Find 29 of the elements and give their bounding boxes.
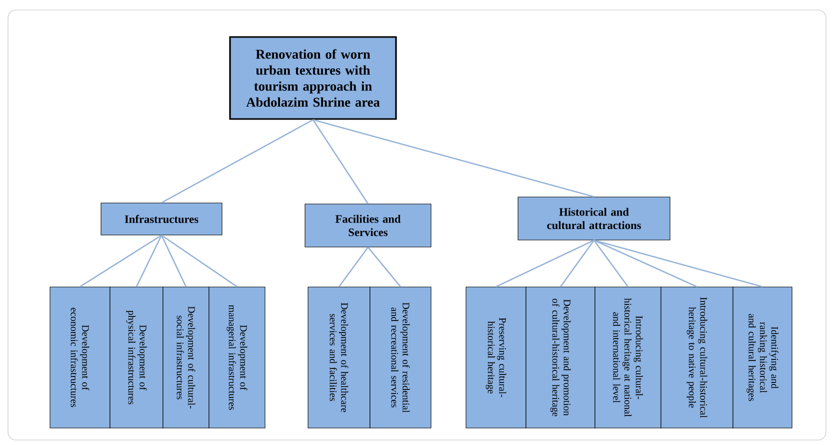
- connector-line: [312, 119, 594, 198]
- connector-line: [136, 234, 162, 288]
- category-box: Facilities and Services: [304, 204, 432, 248]
- category-box: Historical and cultural attractions: [518, 196, 670, 240]
- category-box: Introducing cultural-historical heritage to native people: [660, 286, 734, 428]
- category-box: Development of healthcare services and facilities: [308, 286, 370, 428]
- connector-line: [593, 240, 629, 288]
- connector-line: [160, 234, 187, 287]
- category-box: Preserving cultural-historical heritage: [466, 286, 526, 428]
- connector-line: [594, 240, 698, 288]
- connector-line: [496, 240, 594, 288]
- category-box: Development of cultural-social infrastructures: [162, 286, 210, 428]
- connector-line: [80, 234, 162, 288]
- category-box: Development of physical infrastructures: [110, 286, 164, 428]
- category-box: Development and promotion of cultural-historical heritage: [526, 286, 596, 428]
- connector-line: [594, 240, 763, 288]
- category-box: Identifying and ranking historical and cultural heritages: [732, 286, 792, 428]
- connector-line: [312, 119, 369, 204]
- connector-line: [368, 246, 402, 288]
- title-box: Renovation of worn urban textures with tourism approach in Abdolazim Shrine area: [229, 36, 397, 120]
- connector-line: [560, 240, 595, 288]
- category-box: Introducing cultural-historical heritage at national and international level: [594, 286, 662, 428]
- category-box: Development of residential and recreational services: [370, 286, 432, 428]
- category-box: Development of economic infrastructures: [50, 286, 110, 428]
- category-box: Development of managerial infrastructures: [208, 286, 266, 428]
- connector-line: [338, 246, 369, 288]
- connector-line: [161, 234, 238, 288]
- connector-line: [161, 119, 314, 204]
- category-box: Infrastructures: [100, 202, 222, 236]
